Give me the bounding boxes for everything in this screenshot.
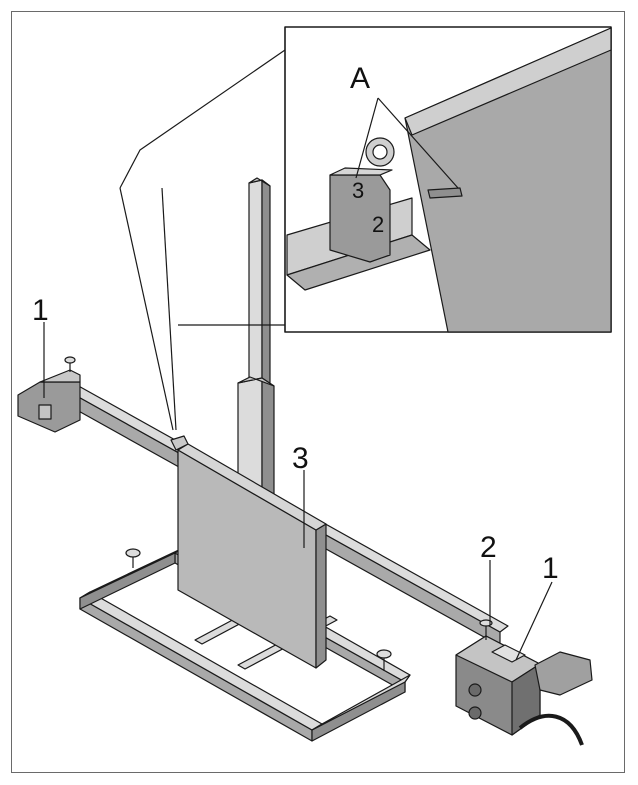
callout-left-sensor: 1 [32,294,49,327]
leader-lines [119,49,459,431]
callout-a: A [350,62,370,95]
callout-target-board: 3 [292,442,309,475]
right-sensor-head [455,619,593,746]
callout-right-sensor: 1 [542,552,559,585]
target-board [170,435,327,669]
leveling-foot-right [376,649,392,671]
callout-labels: A 1 3 2 1 3 2 [32,62,559,585]
block-label-front: 2 [372,212,384,237]
block-label-top: 3 [352,178,364,203]
callout-leaders [43,322,553,661]
callout-clamp: 2 [480,531,497,564]
leveling-foot-left [125,548,141,568]
illustration-frame [11,11,625,773]
detail-inset [284,26,612,333]
left-sensor-head [17,356,81,433]
